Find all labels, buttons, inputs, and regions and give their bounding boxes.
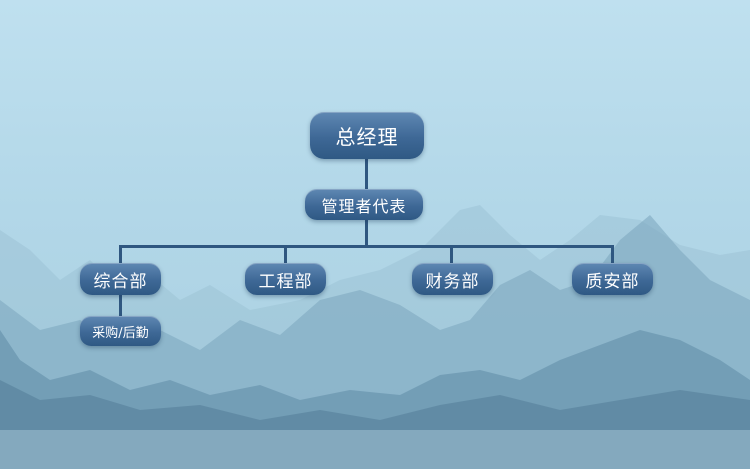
node-label: 工程部 — [258, 271, 313, 292]
node-label: 质安部 — [585, 271, 640, 292]
mist-band — [0, 430, 750, 469]
connector-rep-to-bus — [365, 219, 368, 246]
connector-bus-to-dept-3 — [450, 245, 453, 264]
node-general-manager[interactable]: 总经理 — [310, 112, 424, 159]
node-department-1[interactable]: 综合部 — [80, 263, 161, 295]
connector-root-to-rep — [365, 159, 368, 189]
node-department-2[interactable]: 工程部 — [245, 263, 326, 295]
node-label: 采购/后勤 — [92, 325, 149, 341]
connector-bus-to-dept-2 — [284, 245, 287, 264]
node-label: 总经理 — [335, 125, 399, 149]
node-department-4[interactable]: 质安部 — [572, 263, 653, 295]
node-management-representative[interactable]: 管理者代表 — [305, 189, 423, 220]
connector-dept-1-to-sub — [119, 294, 122, 316]
connector-horizontal-bus — [119, 245, 614, 248]
node-sub-department-1-1[interactable]: 采购/后勤 — [80, 316, 161, 346]
front-mountain-ridge — [0, 380, 750, 469]
node-label: 管理者代表 — [321, 196, 407, 216]
node-department-3[interactable]: 财务部 — [412, 263, 493, 295]
node-label: 综合部 — [93, 271, 148, 292]
node-label: 财务部 — [425, 271, 480, 292]
connector-bus-to-dept-4 — [611, 245, 614, 264]
connector-bus-to-dept-1 — [119, 245, 122, 264]
